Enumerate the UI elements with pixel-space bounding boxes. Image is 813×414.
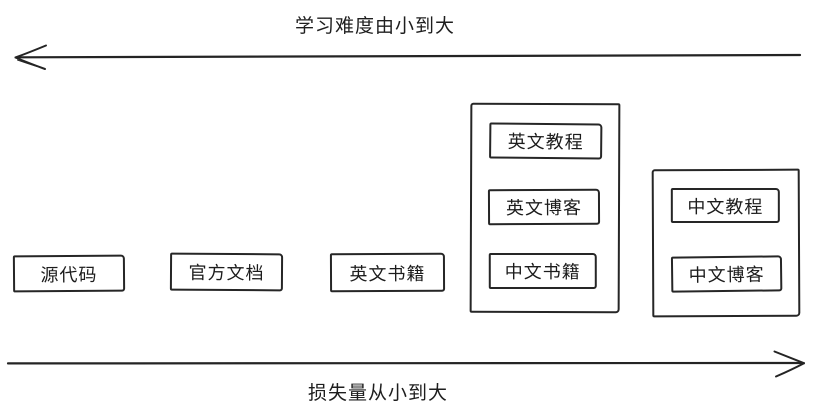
node-english-books: 英文书籍: [329, 252, 446, 293]
node-english-tutorials: 英文教程: [489, 122, 603, 160]
bottom-axis-label: 损失量从小到大: [307, 383, 449, 404]
node-chinese-blogs: 中文博客: [670, 255, 783, 293]
right-arrow-icon: [6, 350, 805, 378]
node-chinese-tutorials: 中文教程: [670, 187, 780, 224]
top-axis-label: 学习难度由小到大: [294, 16, 456, 37]
node-english-blogs: 英文博客: [487, 188, 601, 226]
group-box-1: 英文教程 英文博客 中文书籍: [469, 102, 621, 314]
group-box-2: 中文教程 中文博客: [651, 168, 801, 318]
node-chinese-books: 中文书籍: [488, 252, 597, 290]
node-official-docs: 官方文档: [169, 252, 284, 292]
node-source-code: 源代码: [12, 254, 126, 293]
left-arrow-icon: [14, 44, 802, 70]
